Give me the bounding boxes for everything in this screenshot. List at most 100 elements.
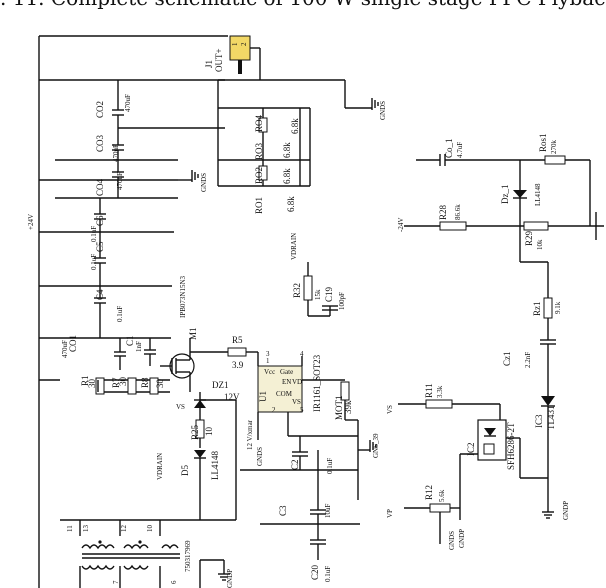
net-gnds-39: GNS_39 (372, 433, 380, 458)
c1-ref: C1 (125, 335, 135, 346)
co3-ref: CO3 (95, 134, 105, 152)
c4-value: 0.1uF (116, 306, 124, 322)
m1-value: IPB073N15N3 (179, 275, 187, 318)
rz1-ref: Rz1 (532, 302, 542, 317)
co1-fb-value: 4.7uF (456, 142, 464, 158)
u1-controller (257, 356, 359, 450)
u1-pin-en: EN (282, 378, 291, 386)
r12-network (404, 503, 460, 544)
c2-ref: C2 (290, 459, 300, 470)
co3-value: 470uF (112, 144, 120, 162)
dz1-value: 12V (224, 392, 240, 402)
gate-drive (194, 392, 237, 520)
r29-ref: R29 (524, 230, 534, 246)
d5-value: LL4148 (210, 451, 220, 480)
ro2-ref: RO2 (254, 167, 264, 184)
ro2-value: 6.8k (282, 168, 292, 184)
net-minus-24v: -24V (397, 218, 405, 232)
r29-value: 10k (536, 239, 544, 250)
u1-pin-gate: Gate (280, 368, 293, 376)
co4-ref: CO4 (95, 178, 105, 196)
ro4-ref: RO4 (254, 114, 264, 132)
ro3-value: 6.8k (282, 142, 292, 158)
c20-value: 0.1uF (324, 566, 332, 582)
figure-caption: . 11. Complete schematic of 100 W single… (0, 0, 606, 20)
ro4-value: 6.8k (290, 118, 300, 134)
output-caps (55, 80, 225, 338)
co4-value: 470uF (116, 172, 124, 190)
co1-ref: CO1 (68, 335, 78, 352)
r28-ref: R28 (438, 204, 448, 220)
j1-value: OUT+ (214, 48, 224, 72)
output-rail (218, 47, 379, 111)
ro3-ref: RO3 (254, 142, 264, 160)
u1-n5: 5 (300, 406, 304, 414)
transformer-t1 (60, 519, 236, 588)
co1-fb-ref: Co_1 (444, 138, 454, 158)
mot1-value: 39k (343, 400, 353, 414)
r7-ref: R7 (111, 377, 121, 388)
c3-ref: C3 (278, 505, 288, 516)
net-gndp-left: GNDP (226, 569, 234, 588)
t1-pin10: 10 (146, 525, 154, 533)
net-vdrain-left: VDRAIN (156, 453, 164, 480)
dz-1-value: LL4148 (534, 183, 542, 206)
t1-pin11: 11 (66, 525, 74, 532)
connector-j1: 1 2 J1 OUT+ (204, 35, 251, 74)
ic3-value: TL431 (546, 406, 556, 431)
r25-ref: R25 (190, 424, 200, 440)
r1-value: 30 (87, 379, 97, 389)
ic3-ref: IC3 (534, 414, 544, 428)
d5-ref: D5 (180, 465, 190, 476)
r12-ref: R12 (424, 485, 434, 500)
net-plus-24v: +24V (27, 214, 35, 230)
c6-value: 0.1uF (90, 226, 98, 242)
r1-ref: R1 (80, 375, 90, 386)
primary-switch (114, 338, 259, 392)
bleeder-network (217, 80, 311, 187)
r8-ref: R8 (140, 377, 150, 388)
c19-ref: C19 (324, 286, 334, 302)
net-gnds-top: GNDS (379, 101, 387, 120)
u1-supply-label: 12 V/xmar (246, 419, 254, 450)
u1-n2: 2 (272, 406, 276, 414)
c6-ref: C6 (95, 215, 105, 226)
net-vs-left: VS (176, 403, 185, 411)
r12-value: 5.6k (438, 489, 446, 502)
co1-value: 470uF (61, 340, 69, 358)
dz1-ref: DZ1 (212, 380, 229, 390)
j1-pin1: 1 (231, 42, 239, 46)
c1-value: 1nF (135, 341, 143, 352)
u1-n3: 3 (266, 350, 270, 358)
u1-pin-vd: VD (292, 378, 302, 386)
r7-value: 30 (118, 377, 128, 387)
r8-value: 30 (155, 379, 165, 389)
net-gnds-mid: GNDS (200, 173, 208, 192)
u1-n1: 1 (266, 357, 270, 365)
sense-resistors (95, 377, 170, 395)
r5-ref: R5 (232, 335, 243, 345)
r25-value: 10 (204, 427, 214, 437)
vcc-caps (240, 436, 370, 560)
net-gndp-bottom: GNDP (458, 529, 466, 548)
ic2-value: SFH6286-2T (506, 422, 516, 470)
c2-value: 0.1uF (326, 458, 334, 474)
c20-ref: C20 (310, 564, 320, 580)
r32-value: 15k (314, 289, 322, 300)
m1-ref: M1 (188, 327, 198, 340)
ro1-value: 6.8k (286, 196, 296, 212)
u1-n4: 4 (300, 350, 304, 358)
dz-1-ref: Dz_1 (500, 185, 510, 205)
u1-ref: U1 (258, 391, 268, 402)
co2-ref: CO2 (95, 101, 105, 118)
r32-c19 (303, 262, 338, 317)
r5-value: 3.9 (232, 360, 244, 370)
t1-value: 750317969 (184, 540, 192, 572)
c4-ref: C4 (95, 289, 105, 300)
r11-value: 3.3k (436, 385, 444, 398)
optocoupler (398, 399, 548, 520)
net-vs-right: VS (386, 405, 394, 414)
r28-value: 86.6k (454, 204, 462, 220)
compensation (519, 226, 556, 519)
